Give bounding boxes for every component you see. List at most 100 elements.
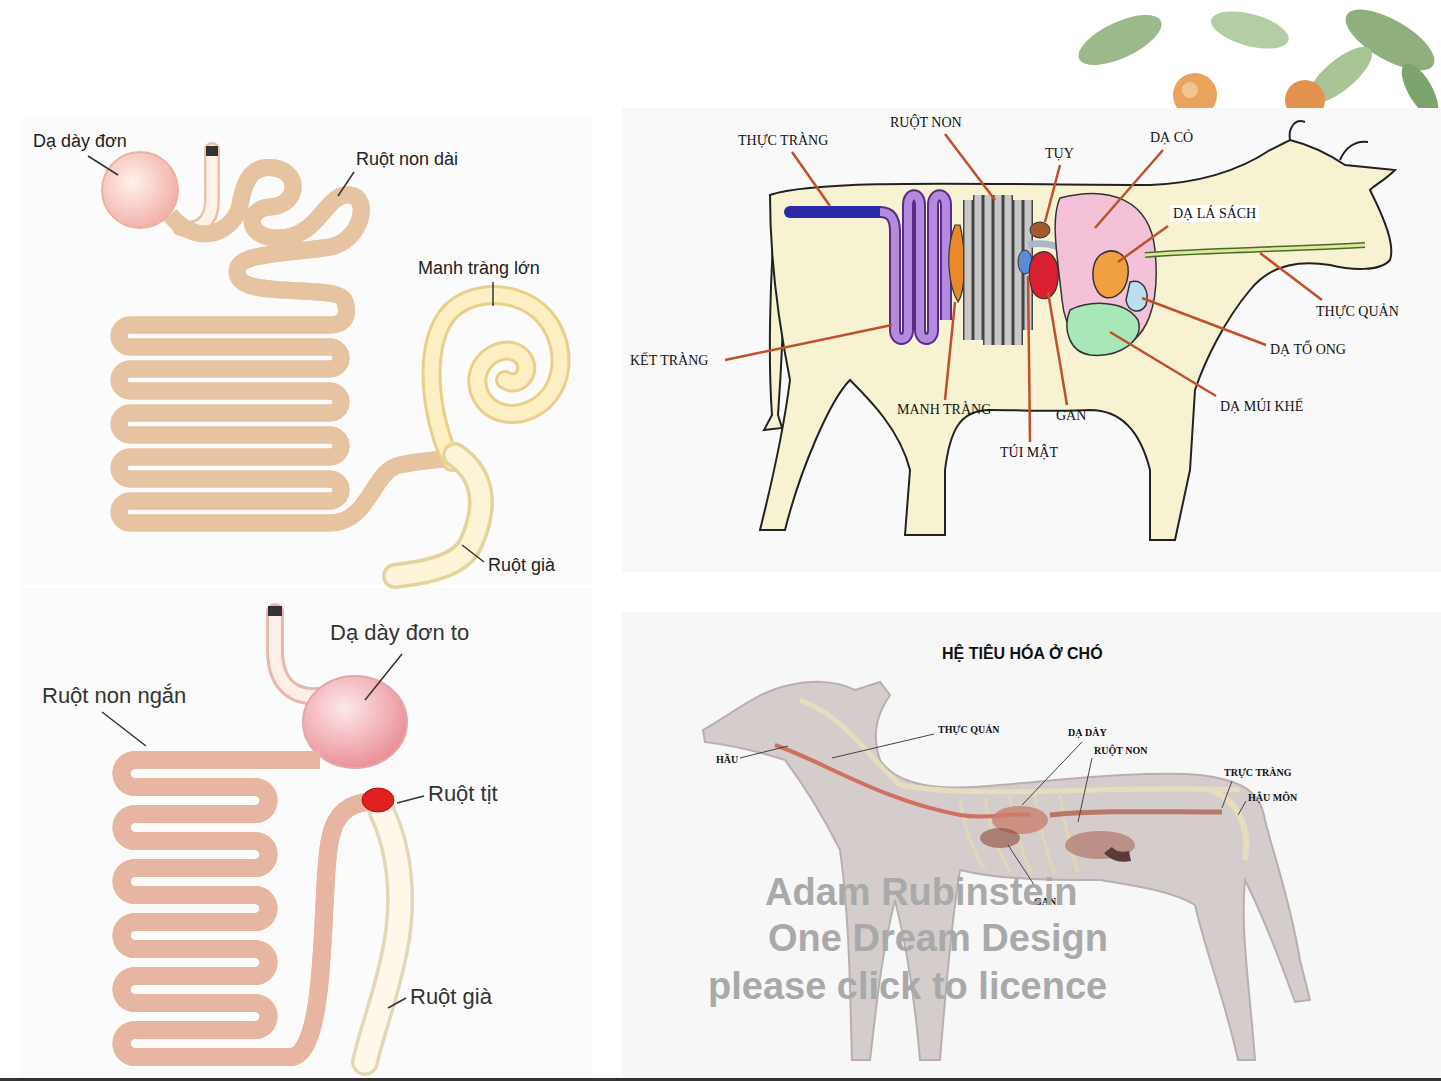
- leader-line: [1022, 742, 1082, 805]
- leader-line: [462, 545, 484, 562]
- carnivore-gut: [122, 760, 371, 1057]
- herbivore-gut: [180, 150, 212, 229]
- part-label: DẠ TỔ ONG: [1270, 342, 1346, 357]
- herbivore-gut: [432, 295, 561, 462]
- leaf-decoration: [1182, 82, 1198, 98]
- leader-line: [725, 325, 892, 360]
- cow-organs: [1145, 245, 1365, 255]
- leader-line: [832, 734, 934, 758]
- cow-organs: [880, 195, 946, 339]
- panel-ground: [20, 588, 592, 1078]
- dog-figure: [980, 828, 1020, 848]
- leader-line: [492, 282, 494, 306]
- part-label: Ruột tịt: [428, 782, 498, 806]
- leader-line: [1238, 801, 1246, 815]
- panel-title: HỆ TIÊU HÓA Ở CHÓ: [942, 645, 1103, 663]
- leader-line: [388, 998, 406, 1008]
- watermark: Adam Rubinstein: [765, 872, 1077, 914]
- leader-line: [88, 156, 118, 175]
- panel-ground: [0, 108, 1441, 1081]
- part-label: DẠ MÚI KHẾ: [1220, 399, 1303, 414]
- leader-line: [1222, 781, 1232, 808]
- watermark: One Dream Design: [768, 918, 1108, 960]
- leader-line: [1110, 332, 1216, 396]
- leader-line: [338, 172, 354, 196]
- part-label: TÚI MẬT: [1000, 445, 1058, 460]
- part-label: Manh tràng lớn: [418, 259, 540, 279]
- cow-organs: [880, 195, 946, 339]
- leader-line: [365, 654, 402, 700]
- herbivore-gut: [432, 295, 561, 462]
- part-label: HẬU MÔN: [1248, 792, 1297, 803]
- dog-figure: [1050, 812, 1222, 815]
- leader-line: [1095, 150, 1163, 228]
- part-label: TRỰC TRÀNG: [1224, 767, 1292, 778]
- part-label: THỰC QUẢN: [1316, 304, 1399, 319]
- part-label: Ruột non dài: [356, 150, 458, 170]
- cow-organs: [1126, 281, 1147, 311]
- cow-organs: [968, 195, 1028, 345]
- dog-figure: [1108, 850, 1130, 857]
- carnivore-gut: [275, 612, 325, 696]
- herbivore-gut: [395, 455, 481, 576]
- part-label: Ruột già: [488, 556, 555, 576]
- dog-figure: [775, 745, 1030, 817]
- leader-line: [1118, 226, 1168, 262]
- dog-figure: [800, 700, 1240, 792]
- leader-line: [1260, 253, 1322, 300]
- leader-line: [1045, 165, 1060, 222]
- herbivore-gut: [206, 146, 218, 156]
- part-label: TỤY: [1045, 146, 1074, 161]
- part-label: Ruột non ngắn: [42, 684, 186, 708]
- cow-organs: [1030, 222, 1050, 238]
- part-label: Dạ dày đơn to: [330, 621, 469, 645]
- herbivore-gut: [119, 167, 452, 523]
- dog-figure: [1210, 790, 1246, 860]
- leader-line: [1142, 298, 1266, 345]
- carnivore-gut: [365, 812, 400, 1062]
- part-label: DẠ CỎ: [1150, 130, 1193, 145]
- part-label: RUỘT NON: [1094, 745, 1147, 756]
- leaf-decoration: [1207, 4, 1293, 56]
- panel-ground: [622, 108, 1441, 572]
- part-label: THỰC QUẢN: [938, 724, 1000, 735]
- part-label: MANH TRÀNG: [897, 402, 991, 417]
- leader-line: [725, 134, 1322, 442]
- dog-figure: [703, 682, 1310, 1060]
- part-label: THỰC TRÀNG: [738, 133, 828, 148]
- leader-line: [945, 302, 955, 400]
- leader-line: [1028, 276, 1030, 442]
- cow-body: [1290, 121, 1305, 140]
- carnivore-gut: [122, 606, 408, 1062]
- panel-ground: [622, 612, 1441, 1078]
- cow-organs: [1029, 252, 1058, 299]
- cow-organs: [1145, 245, 1365, 255]
- leader-line: [1078, 758, 1092, 822]
- part-label: DẠ DÀY: [1068, 727, 1107, 738]
- panel-ground: [20, 118, 592, 585]
- herbivore-gut: [119, 167, 452, 523]
- herbivore-gut: [102, 146, 561, 576]
- carnivore-gut: [122, 760, 371, 1057]
- part-label: KẾT TRÀNG: [630, 353, 708, 368]
- herbivore-gut: [180, 150, 212, 229]
- cow-body: [760, 121, 1395, 540]
- part-label: GAN: [1056, 408, 1086, 423]
- leader-line: [1048, 292, 1067, 405]
- herbivore-gut: [102, 152, 178, 228]
- leader-line: [88, 156, 493, 562]
- leader-line: [740, 734, 1246, 894]
- leaf-decoration: [1072, 5, 1169, 76]
- part-label: DẠ LÁ SÁCH: [1170, 205, 1259, 222]
- leader-line: [792, 152, 830, 206]
- leader-line: [397, 796, 424, 803]
- part-label: HẦU: [716, 754, 738, 765]
- cow-body: [760, 140, 1395, 540]
- cow-organs: [1067, 303, 1139, 355]
- cow-organs: [790, 206, 880, 218]
- carnivore-gut: [275, 612, 325, 696]
- dog-figure: [1065, 831, 1135, 859]
- watermark: please click to licence: [708, 966, 1107, 1008]
